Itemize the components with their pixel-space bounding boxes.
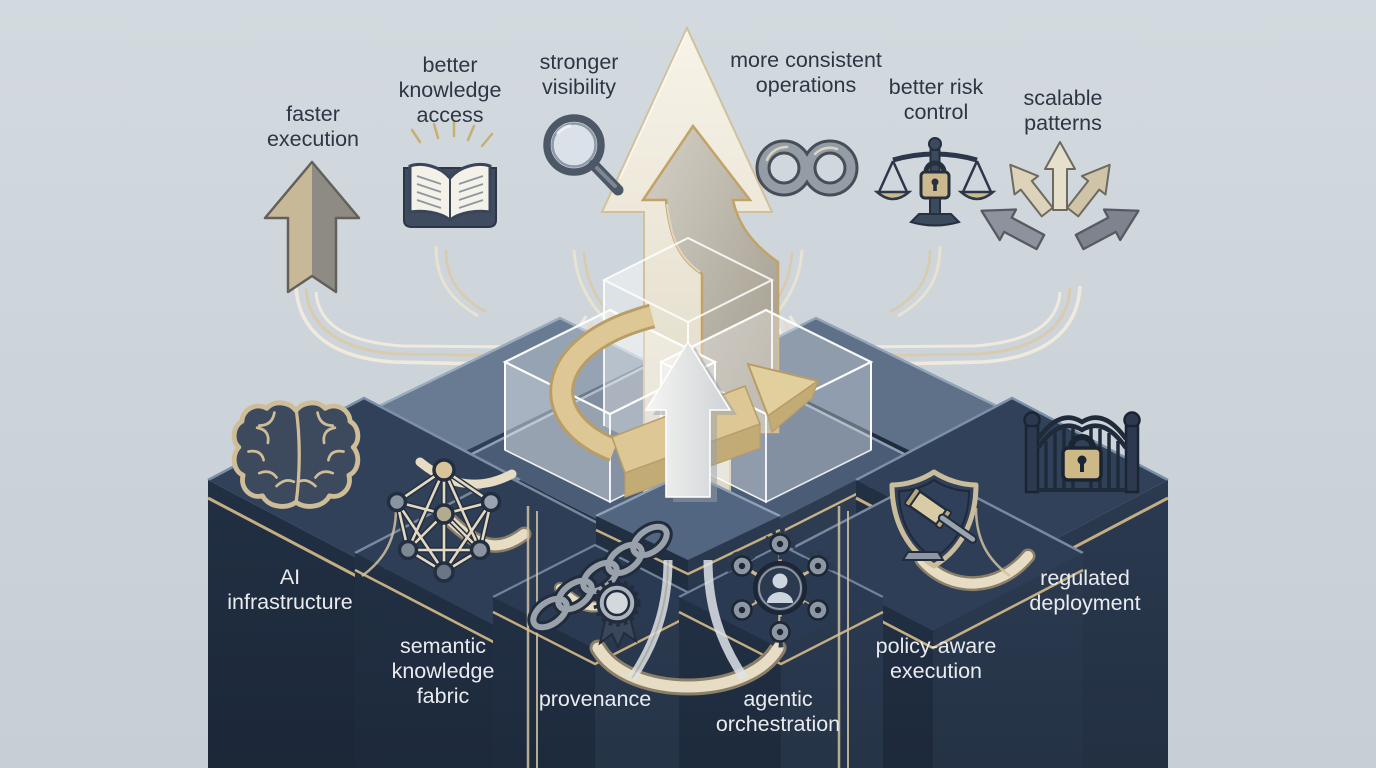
gate-lock-icon	[1023, 411, 1141, 494]
chain-seal-icon	[527, 520, 673, 650]
gear-ring	[726, 528, 834, 648]
branching-arrows-icon	[980, 141, 1140, 251]
white-up-arrow	[644, 340, 737, 502]
shield-gavel-icon	[889, 469, 979, 569]
magnifier-icon	[543, 114, 624, 196]
up-arrow-icon	[263, 160, 361, 294]
brain-icon	[231, 400, 361, 509]
open-book-icon	[403, 120, 497, 228]
gears-agent-icon	[726, 528, 834, 648]
connector-pipes	[415, 457, 1036, 696]
infinity-icon	[755, 139, 859, 197]
knowledge-graph-icon	[386, 458, 502, 583]
scales-lock-icon	[873, 137, 997, 227]
circuit-traces	[361, 506, 1011, 768]
